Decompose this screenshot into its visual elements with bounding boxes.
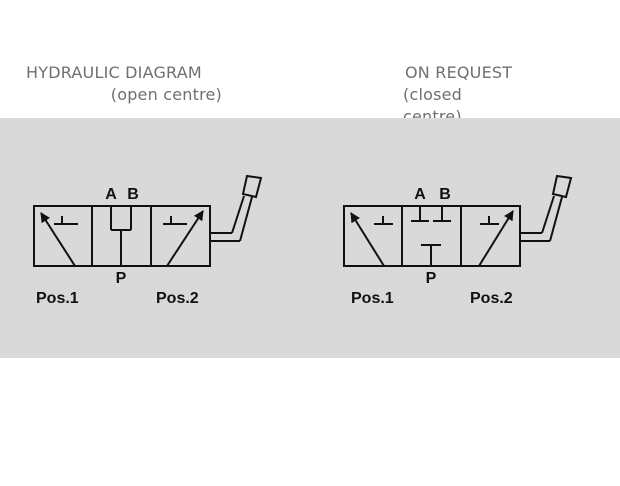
port-b-label: B xyxy=(127,186,139,203)
port-b-label: B xyxy=(439,186,451,203)
port-a-label: A xyxy=(414,186,426,203)
position-1-label: Pos.1 xyxy=(351,290,394,307)
flow-arrow-icon xyxy=(478,210,514,267)
valve-schematics: A B P Pos.1 Pos.2 xyxy=(33,174,573,307)
diagram-subtitle: (open centre) xyxy=(110,85,222,104)
lever-icon xyxy=(210,174,263,242)
port-a-label: A xyxy=(105,186,117,203)
left-labels: A B P Pos.1 Pos.2 xyxy=(36,186,199,307)
diagram-panel: A B P Pos.1 Pos.2 xyxy=(0,118,620,358)
lever-icon xyxy=(520,174,573,242)
flow-arrow-icon xyxy=(40,212,76,267)
right-labels: A B P Pos.1 Pos.2 xyxy=(351,186,513,307)
port-p-label: P xyxy=(116,270,127,287)
flow-arrow-icon xyxy=(166,210,204,267)
flow-arrow-icon xyxy=(350,212,385,267)
open-centre-valve xyxy=(33,174,263,267)
closed-centre-valve xyxy=(343,174,573,267)
position-2-label: Pos.2 xyxy=(156,290,199,307)
position-2-label: Pos.2 xyxy=(470,290,513,307)
diagram-title: ON REQUEST xyxy=(405,63,513,82)
port-p-label: P xyxy=(426,270,437,287)
heading-open-centre: HYDRAULIC DIAGRAM (open centre) xyxy=(26,62,222,106)
diagram-title: HYDRAULIC DIAGRAM xyxy=(26,63,202,82)
position-1-label: Pos.1 xyxy=(36,290,79,307)
